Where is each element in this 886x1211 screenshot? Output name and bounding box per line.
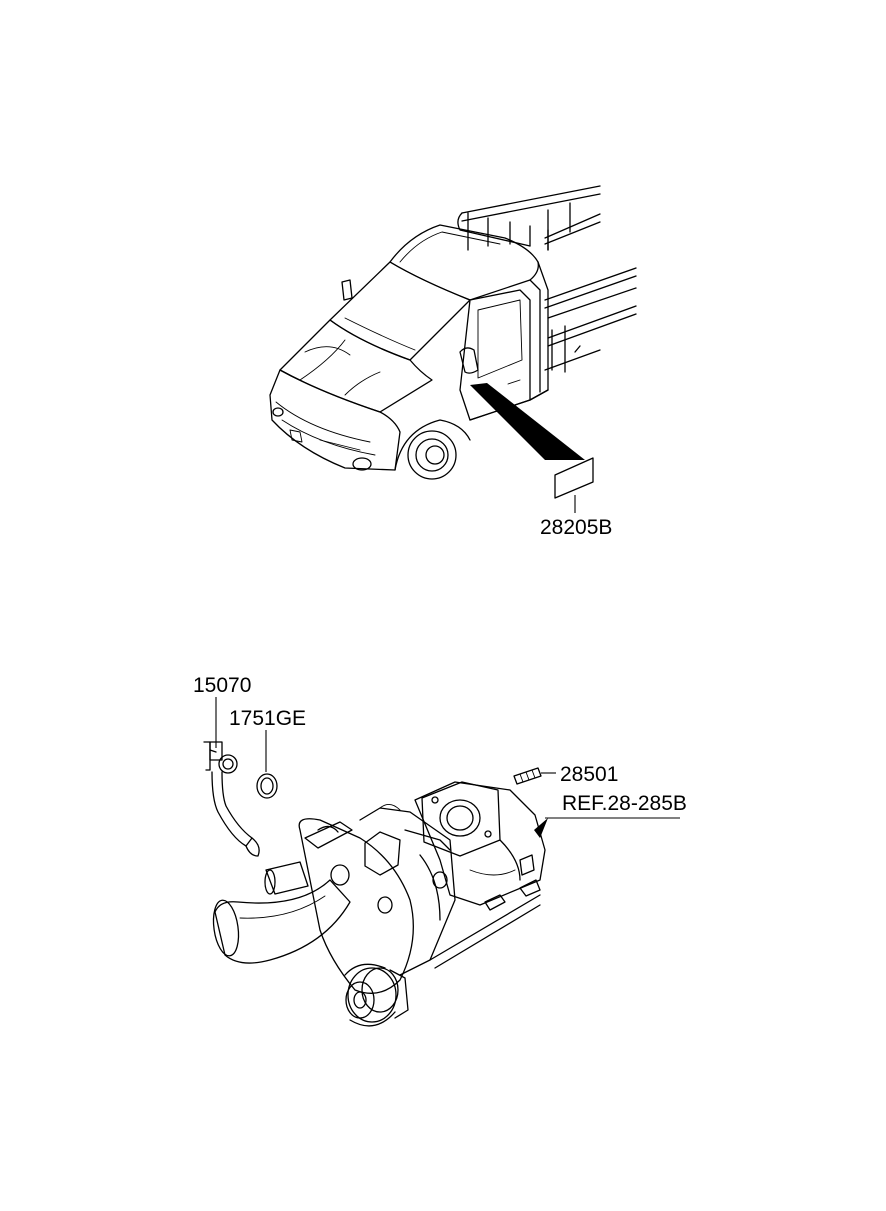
part-label-28205B: 28205B [540, 516, 612, 539]
compressor-housing [264, 818, 414, 994]
turbocharger-assembly: 15070 1751GE 28501 REF.28-285B [193, 674, 687, 1027]
stud [513, 767, 542, 785]
part-label-15070: 15070 [193, 674, 251, 697]
oil-line [203, 741, 260, 857]
part-label-ref: REF.28-285B [562, 792, 687, 815]
part-label-1751GE: 1751GE [229, 707, 306, 730]
turbine-housing [414, 781, 546, 906]
truck-illustration: 28205B [269, 185, 637, 539]
truck-label-sticker [554, 457, 594, 499]
gasket-ring [256, 773, 278, 799]
actuator-rod [429, 879, 541, 969]
label-pointer [470, 383, 585, 460]
part-label-28501: 28501 [560, 763, 618, 786]
center-housing [359, 804, 456, 976]
pulley [344, 963, 409, 1027]
intake-elbow [212, 879, 351, 964]
truck-cab [269, 224, 549, 480]
ref-arrow [534, 818, 548, 838]
cargo-bed [457, 185, 637, 373]
